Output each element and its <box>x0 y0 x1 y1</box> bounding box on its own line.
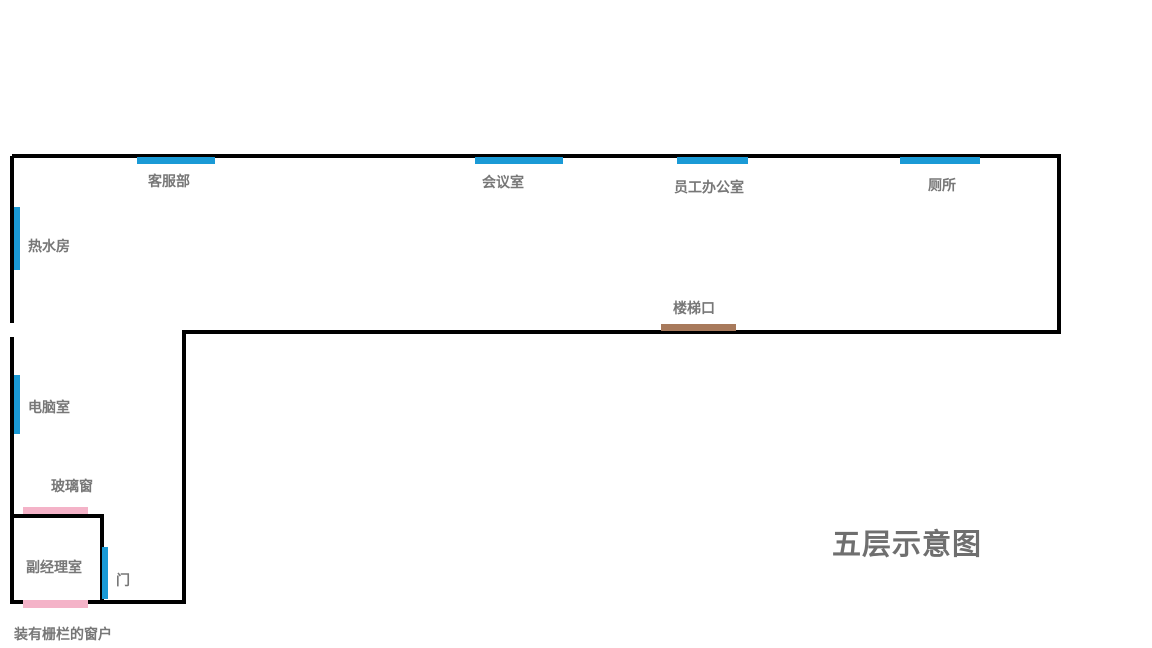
door-customer-service <box>137 157 215 164</box>
label-customer-service: 客服部 <box>148 174 190 190</box>
label-toilet: 厕所 <box>928 178 956 194</box>
label-door: 门 <box>116 573 130 589</box>
diagram-title: 五层示意图 <box>832 527 983 561</box>
label-hot-water-room: 热水房 <box>28 239 70 255</box>
label-meeting-room: 会议室 <box>482 175 524 191</box>
glass-window <box>23 507 88 514</box>
label-barred-window: 装有栅栏的窗户 <box>14 627 112 643</box>
label-staff-office: 员工办公室 <box>674 180 744 196</box>
outer-wall <box>10 154 1061 604</box>
label-deputy-manager-office: 副经理室 <box>26 560 82 576</box>
barred-window <box>23 600 88 608</box>
door-computer-room <box>14 375 20 434</box>
door-deputy-office <box>102 547 108 599</box>
door-meeting-room <box>475 157 563 164</box>
stairway-opening <box>661 324 736 331</box>
label-stairway: 楼梯口 <box>673 301 715 317</box>
door-hot-water-room <box>14 207 20 270</box>
label-computer-room: 电脑室 <box>28 400 70 416</box>
door-staff-office <box>677 157 748 164</box>
label-glass-window: 玻璃窗 <box>51 479 93 495</box>
door-toilet <box>900 157 980 164</box>
